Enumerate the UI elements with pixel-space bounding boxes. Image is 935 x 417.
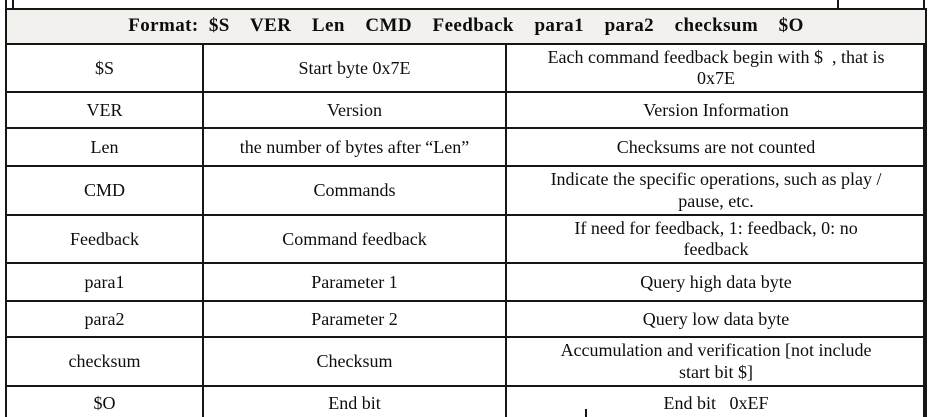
- table-row: para1 Parameter 1 Query high data byte: [5, 262, 928, 303]
- table-row: CMD Commands Indicate the specific opera…: [5, 165, 928, 216]
- table-row: $O End bit End bit 0xEF: [5, 384, 928, 417]
- cell-name: Command feedback: [202, 213, 507, 265]
- cell-term: para1: [5, 262, 204, 303]
- cell-name: Parameter 1: [202, 262, 507, 303]
- cell-name: Start byte 0x7E: [202, 42, 507, 94]
- serial-command-format-table: Format: $S VER Len CMD Feedback para1 pa…: [4, 8, 928, 417]
- cell-desc: Each command feedback begin with $ , tha…: [504, 42, 928, 94]
- cell-term: $O: [5, 384, 204, 417]
- cell-name: Version: [202, 91, 507, 130]
- cell-name: End bit: [202, 384, 507, 417]
- cell-name: Checksum: [202, 336, 507, 387]
- cell-desc: Query high data byte: [504, 262, 928, 303]
- cell-desc: Accumulation and verification [not inclu…: [504, 336, 928, 387]
- cell-desc: If need for feedback, 1: feedback, 0: no…: [504, 213, 928, 265]
- cell-term: VER: [5, 91, 204, 130]
- cell-term: Len: [5, 127, 204, 168]
- table-header-row: Format: $S VER Len CMD Feedback para1 pa…: [4, 8, 928, 45]
- cell-term: checksum: [5, 336, 204, 387]
- cutoff-line-above-left: [12, 0, 14, 9]
- cell-term: Feedback: [5, 213, 204, 265]
- cell-term: CMD: [5, 165, 204, 216]
- cell-desc: Checksums are not counted: [504, 127, 928, 168]
- cell-desc: Query low data byte: [504, 300, 928, 339]
- cell-term: para2: [5, 300, 204, 339]
- cell-name: the number of bytes after “Len”: [202, 127, 507, 168]
- cell-desc: End bit 0xEF: [504, 384, 928, 417]
- table-row: $S Start byte 0x7E Each command feedback…: [5, 42, 928, 94]
- format-header-cell: Format: $S VER Len CMD Feedback para1 pa…: [4, 8, 928, 45]
- cell-desc: Version Information: [504, 91, 928, 130]
- cell-desc: Indicate the specific operations, such a…: [504, 165, 928, 216]
- cell-term: $S: [5, 42, 204, 94]
- cell-name: Commands: [202, 165, 507, 216]
- cell-name: Parameter 2: [202, 300, 507, 339]
- cutoff-line-above-right: [837, 0, 839, 9]
- table-row: para2 Parameter 2 Query low data byte: [5, 300, 928, 339]
- table-row: checksum Checksum Accumulation and verif…: [5, 336, 928, 387]
- table-row: Feedback Command feedback If need for fe…: [5, 213, 928, 265]
- table-row: Len the number of bytes after “Len” Chec…: [5, 127, 928, 168]
- table-row: VER Version Version Information: [5, 91, 928, 130]
